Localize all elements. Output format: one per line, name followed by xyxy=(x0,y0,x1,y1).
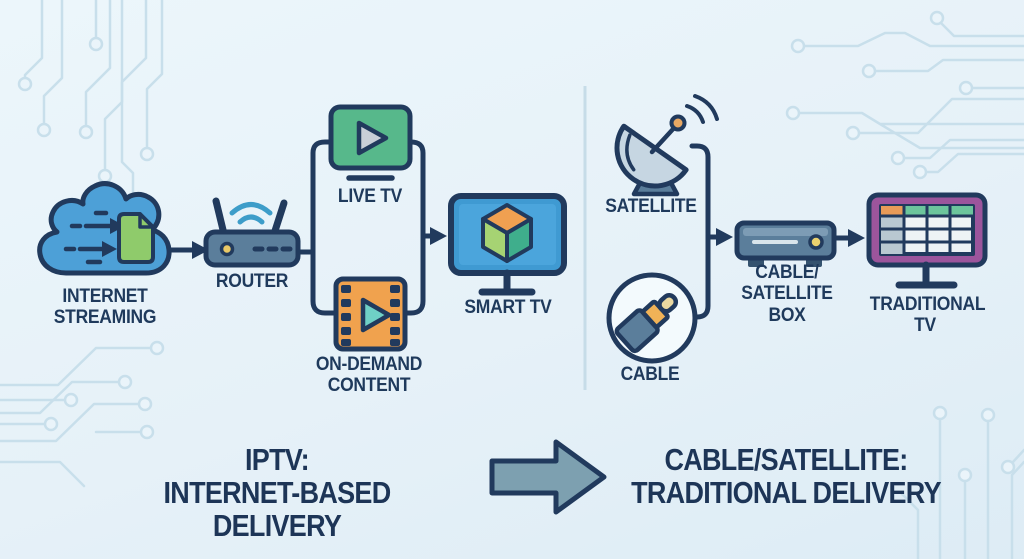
cloud-icon xyxy=(37,181,172,276)
smart-tv-icon xyxy=(448,193,567,296)
iptv-caption: IPTV: INTERNET-BASED DELIVERY xyxy=(163,442,391,543)
flow-connectors xyxy=(165,139,865,320)
document-icon xyxy=(117,212,155,264)
set-top-box-icon xyxy=(734,220,837,267)
router-label: ROUTER xyxy=(215,271,289,292)
live-tv-label: LIVE TV xyxy=(337,186,403,207)
branch-right-rail xyxy=(399,139,426,316)
cable-satellite-box-label: CABLE/ SATELLITE BOX xyxy=(741,262,833,326)
on-demand-label: ON-DEMAND CONTENT xyxy=(315,354,423,397)
cube-icon xyxy=(481,203,533,263)
cable-label: CABLE xyxy=(620,364,680,385)
satellite-cable-rail xyxy=(689,143,711,320)
branch-left-rail xyxy=(310,139,341,316)
internet-streaming-label: INTERNET STREAMING xyxy=(53,286,157,329)
smart-tv-label: SMART TV xyxy=(464,297,552,318)
film-strip-icon xyxy=(333,276,408,352)
wifi-icon xyxy=(229,202,273,225)
router-icon xyxy=(203,197,301,268)
channel-guide-grid xyxy=(879,204,975,256)
big-arrow-icon xyxy=(489,439,607,515)
traditional-tv-label: TRADITIONAL TV xyxy=(869,294,986,337)
cable-satellite-caption: CABLE/SATELLITE: TRADITIONAL DELIVERY xyxy=(631,442,941,510)
satellite-label: SATELLITE xyxy=(605,196,697,217)
cable-connector-icon xyxy=(606,272,698,364)
signal-waves-icon xyxy=(685,94,719,124)
live-tv-icon xyxy=(328,104,413,181)
traditional-tv-icon xyxy=(866,192,988,289)
satellite-dish-icon xyxy=(614,94,719,197)
